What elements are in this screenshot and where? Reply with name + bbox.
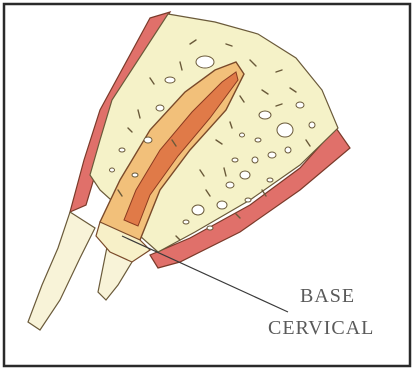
label-line-2: CERVICAL xyxy=(268,318,374,338)
label-line-1: BASE xyxy=(300,286,355,306)
